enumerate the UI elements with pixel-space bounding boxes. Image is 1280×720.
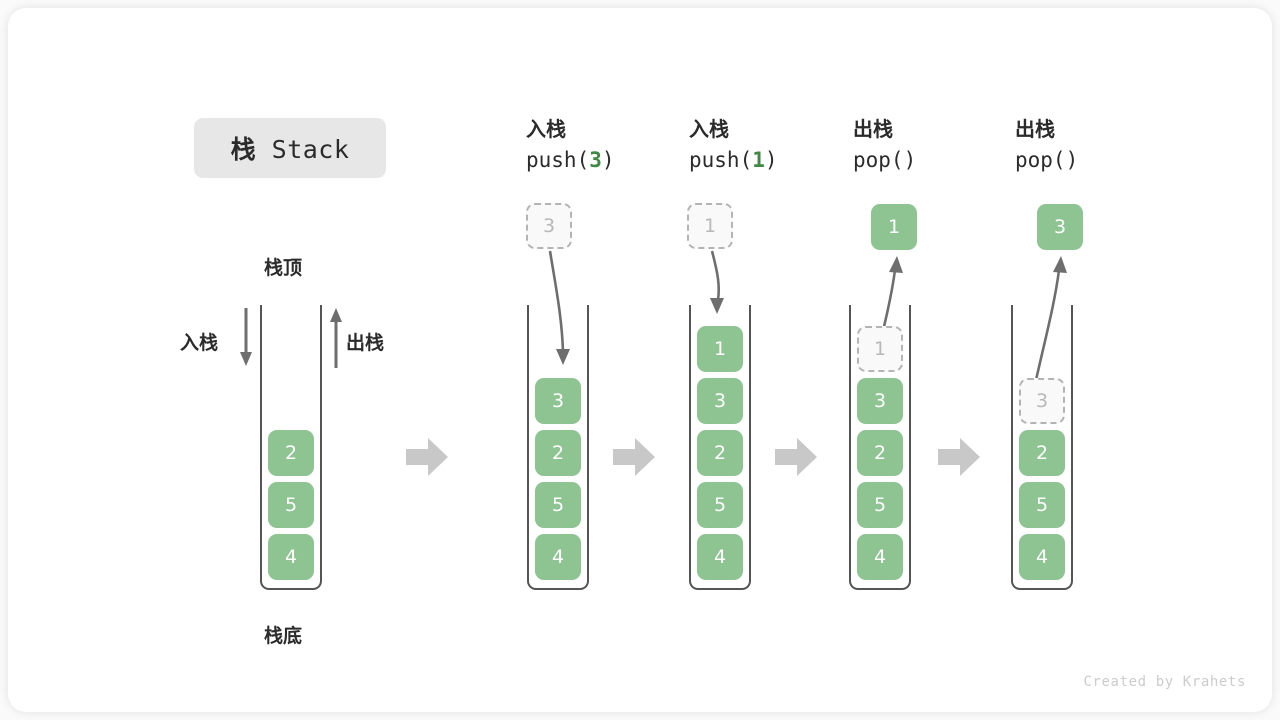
stack-cell: 4: [857, 534, 903, 580]
step-arrow-icon: [775, 438, 817, 476]
stack-cell: 5: [1019, 482, 1065, 528]
column-header-push-3: 入栈 push(3): [526, 114, 706, 176]
push-curve-arrow-icon: [548, 250, 570, 365]
stack-cell: 3: [697, 378, 743, 424]
push-arrow-down-icon: [240, 308, 252, 366]
column-header-code: push(1): [689, 148, 778, 172]
stack-cell: 3: [535, 378, 581, 424]
stack-cell: 5: [857, 482, 903, 528]
column-header-cn: 出栈: [853, 117, 893, 141]
stack-container-push-3: 3 2 5 4: [527, 305, 589, 590]
stack-cell: 5: [268, 482, 314, 528]
stack-cell: 2: [857, 430, 903, 476]
title-en: Stack: [271, 135, 350, 164]
title-cn: 栈: [230, 135, 257, 164]
stack-cell: 4: [697, 534, 743, 580]
floating-ghost-cell: 1: [687, 203, 733, 249]
stack-bottom-label: 栈底: [264, 625, 303, 647]
column-header-pop-3: 出栈 pop(): [1015, 114, 1195, 176]
stack-cell: 1: [697, 326, 743, 372]
title-text: 栈 Stack: [231, 130, 350, 166]
column-header-code: pop(): [853, 148, 917, 172]
popped-ghost-cell: 1: [857, 326, 903, 372]
stack-cell: 2: [1019, 430, 1065, 476]
stack-cell: 2: [268, 430, 314, 476]
stack-container-push-1: 1 3 2 5 4: [689, 305, 751, 590]
push-curve-arrow-icon: [710, 250, 724, 314]
stack-cell: 4: [535, 534, 581, 580]
push-direction-label: 入栈: [180, 332, 219, 354]
popped-ghost-cell: 3: [1019, 378, 1065, 424]
stack-top-label: 栈顶: [264, 257, 303, 279]
column-header-cn: 入栈: [526, 117, 566, 141]
popped-value-cell: 3: [1037, 204, 1083, 250]
step-arrow-icon: [406, 438, 448, 476]
column-header-push-1: 入栈 push(1): [689, 114, 869, 176]
stack-container-pop-1: 1 3 2 5 4: [849, 305, 911, 590]
floating-ghost-cell: 3: [526, 203, 572, 249]
footer-credit: Created by Krahets: [1083, 674, 1246, 690]
pop-direction-label: 出栈: [346, 332, 385, 354]
step-arrow-icon: [938, 438, 980, 476]
push-argument: 3: [589, 148, 602, 172]
stack-cell: 4: [1019, 534, 1065, 580]
column-header-code: pop(): [1015, 148, 1079, 172]
push-argument: 1: [752, 148, 765, 172]
column-header-cn: 出栈: [1015, 117, 1055, 141]
column-header-cn: 入栈: [689, 117, 729, 141]
stack-cell: 5: [697, 482, 743, 528]
stack-cell: 4: [268, 534, 314, 580]
stack-cell: 5: [535, 482, 581, 528]
column-header-code: push(3): [526, 148, 615, 172]
column-header-pop-1: 出栈 pop(): [853, 114, 1033, 176]
stack-container-initial: 2 5 4: [260, 305, 322, 590]
stack-cell: 2: [535, 430, 581, 476]
stack-cell: 3: [857, 378, 903, 424]
title-badge: 栈 Stack: [194, 118, 386, 178]
step-arrow-icon: [613, 438, 655, 476]
popped-value-cell: 1: [871, 204, 917, 250]
diagram-card: 栈 Stack 栈顶 栈底 入栈 出栈 2 5 4 入栈 push(3) 3 3…: [8, 8, 1272, 712]
pop-arrow-up-icon: [330, 308, 342, 368]
stack-container-pop-3: 3 2 5 4: [1011, 305, 1073, 590]
stack-cell: 2: [697, 430, 743, 476]
